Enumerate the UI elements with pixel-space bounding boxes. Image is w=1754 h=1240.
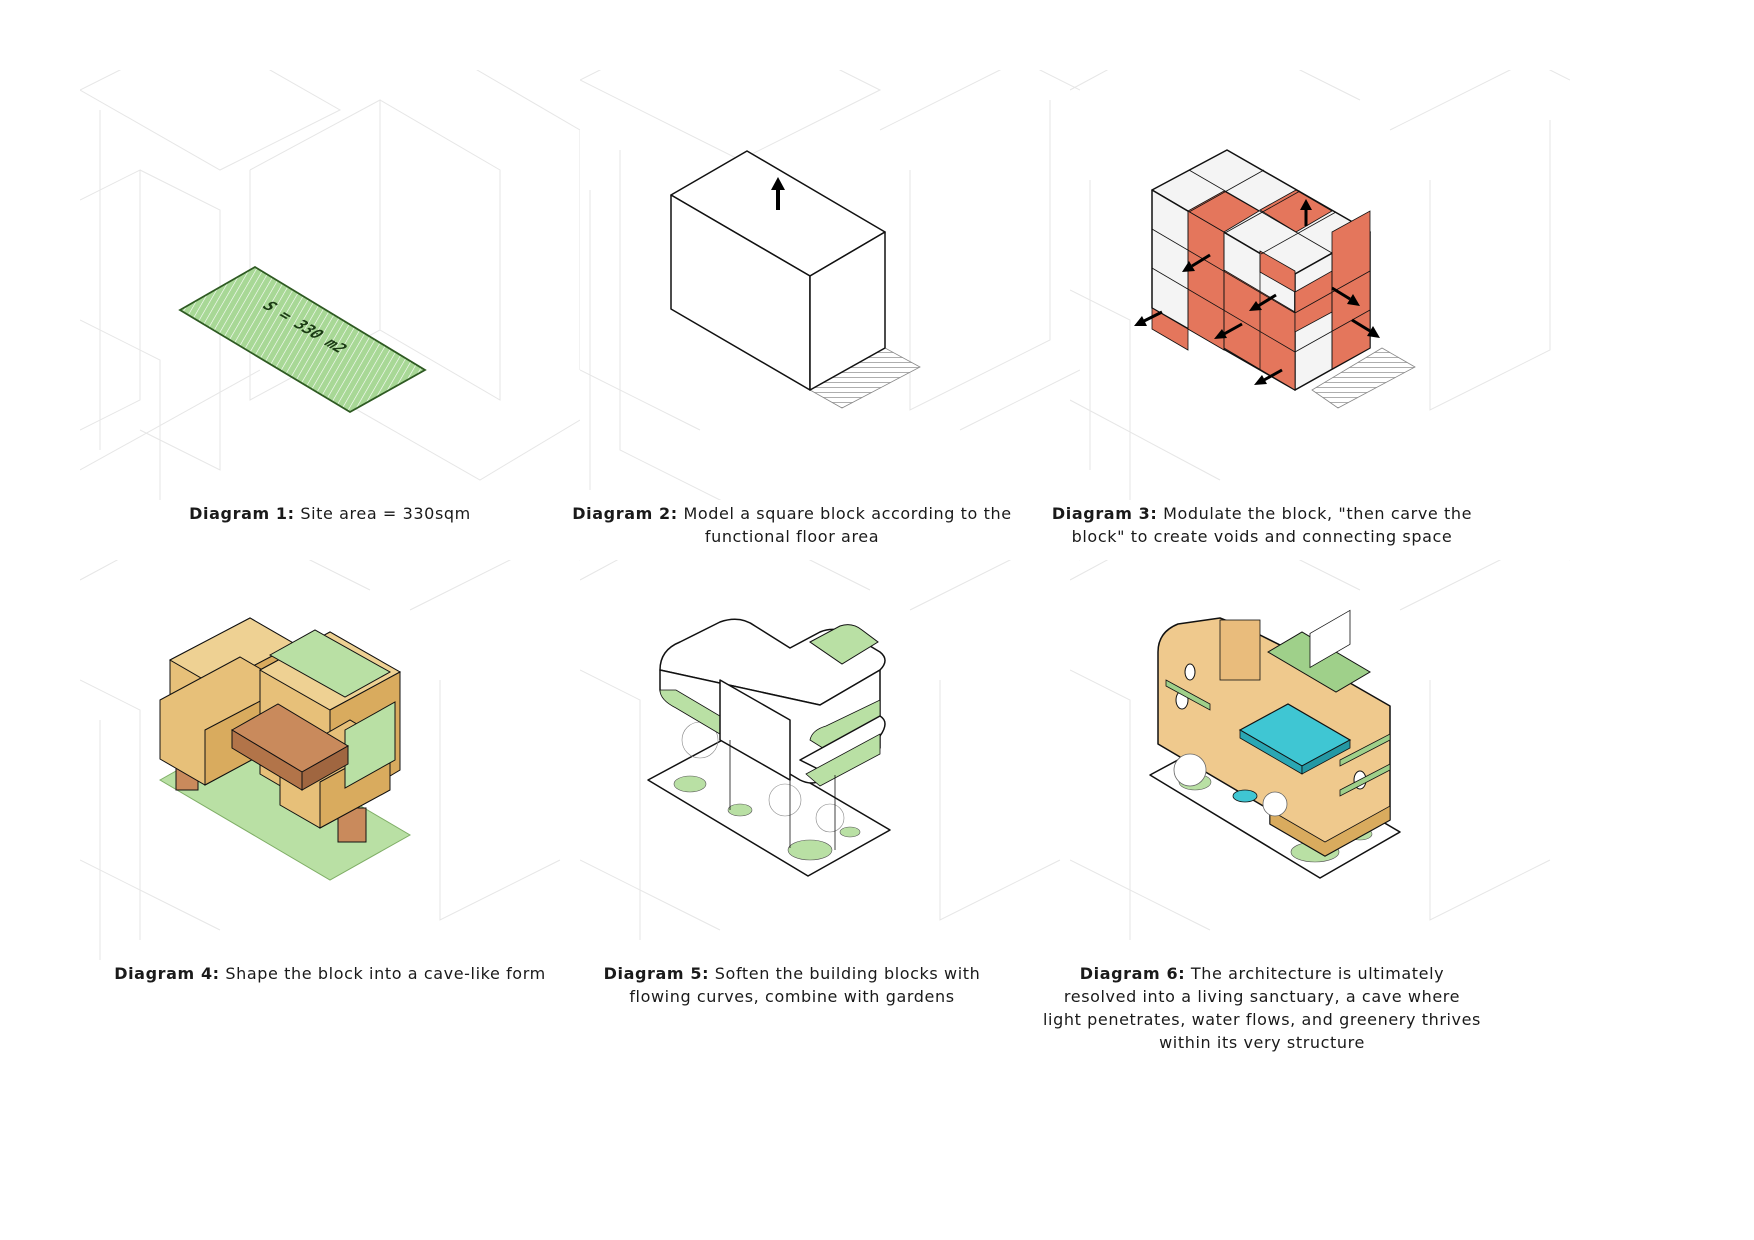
- curved-mass: [659, 618, 886, 850]
- garden-plinth: [647, 735, 891, 877]
- diagram-6-label: Diagram 6:: [1079, 964, 1186, 983]
- extrude-arrow: [771, 177, 785, 210]
- site-plot: [178, 265, 427, 414]
- final-building: [1157, 609, 1391, 857]
- diagram-1-text: Site area = 330sqm: [300, 504, 471, 523]
- diagram-4-label: Diagram 4:: [114, 964, 220, 983]
- diagram-4-caption: Diagram 4: Shape the block into a cave-l…: [110, 962, 550, 985]
- diagram-6-text: The architecture is ultimately resolved …: [1042, 964, 1481, 1052]
- block-shadow: [1311, 347, 1416, 409]
- diagram-3-text: Modulate the block, "then carve the bloc…: [1071, 504, 1473, 546]
- diagram-6-drawing: [1070, 560, 1570, 940]
- diagram-5-label: Diagram 5:: [603, 964, 710, 983]
- diagram-2-drawing: [580, 70, 1080, 500]
- diagram-2-text: Model a square block according to the fu…: [683, 504, 1012, 546]
- context-linework: [580, 560, 1080, 940]
- diagram-1-panel: S = 330 m2: [80, 70, 580, 500]
- diagram-4-drawing: [80, 560, 580, 960]
- diagram-5-panel: [580, 560, 1080, 990]
- context-linework: [580, 70, 1080, 500]
- diagram-4-text: Shape the block into a cave-like form: [225, 964, 546, 983]
- diagram-2-label: Diagram 2:: [572, 504, 678, 523]
- red-voids-front: [1187, 210, 1225, 351]
- diagram-5-caption: Diagram 5: Soften the building blocks wi…: [572, 962, 1012, 1008]
- diagram-2-panel: [580, 70, 1080, 500]
- context-linework: [1070, 70, 1570, 500]
- diagram-3-drawing: [1070, 70, 1570, 500]
- cave-mass: [159, 617, 402, 843]
- diagram-3-caption: Diagram 3: Modulate the block, "then car…: [1042, 502, 1482, 548]
- context-linework: [1070, 560, 1570, 940]
- diagram-5-text: Soften the building blocks with flowing …: [629, 964, 981, 1006]
- diagram-2-caption: Diagram 2: Model a square block accordin…: [572, 502, 1012, 548]
- balcony-rails: [1165, 679, 1391, 797]
- modulated-block: [1151, 149, 1371, 391]
- diagram-4-panel: [80, 560, 580, 990]
- diagram-3-label: Diagram 3:: [1051, 504, 1158, 523]
- diagram-1-label: Diagram 1:: [189, 504, 295, 523]
- diagram-6-panel: [1070, 560, 1570, 990]
- context-linework: [80, 560, 580, 960]
- diagram-1-caption: Diagram 1: Site area = 330sqm: [110, 502, 550, 525]
- diagram-5-drawing: [580, 560, 1080, 940]
- diagram-1-drawing: S = 330 m2: [80, 70, 580, 500]
- mass-block: [670, 150, 886, 391]
- garden-planting: [673, 721, 861, 861]
- diagram-6-caption: Diagram 6: The architecture is ultimatel…: [1042, 962, 1482, 1054]
- context-linework: [80, 70, 580, 500]
- carve-arrows: [1134, 199, 1380, 385]
- diagram-3-panel: [1070, 70, 1570, 500]
